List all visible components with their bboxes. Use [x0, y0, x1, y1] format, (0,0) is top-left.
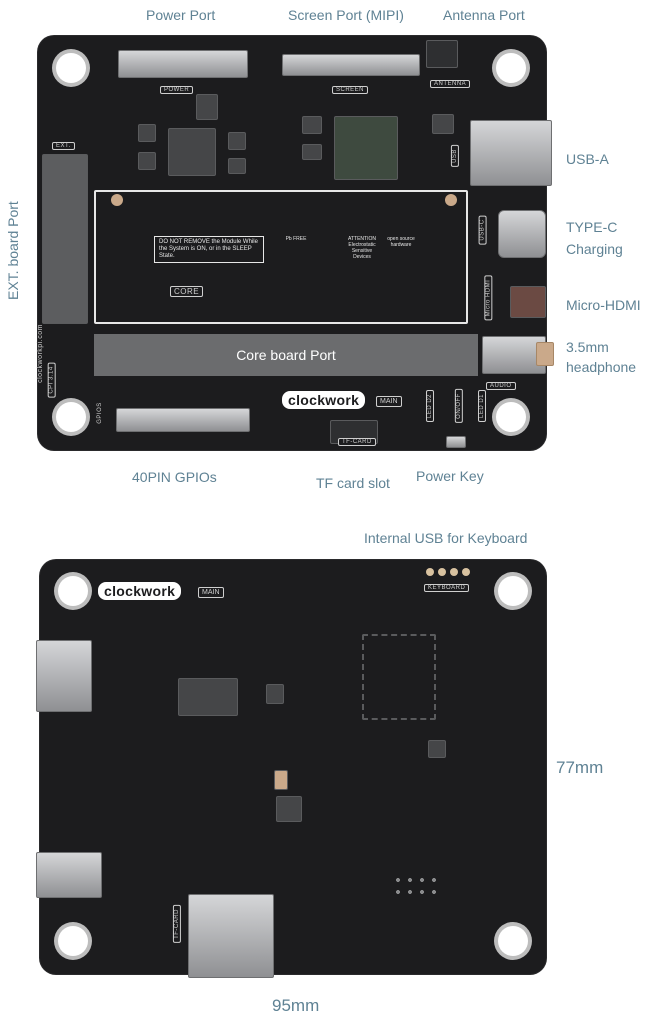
screen-port-callout: Screen Port (MIPI) — [288, 7, 404, 23]
keyboard-pad — [462, 568, 470, 576]
ext-silk-label: EXT. — [52, 142, 75, 150]
pad-array — [392, 874, 440, 900]
mount-hole — [58, 576, 88, 606]
mount-hole — [58, 926, 88, 956]
mount-hole — [56, 402, 86, 432]
width-dimension: 95mm — [272, 996, 320, 1015]
usb-a-callout: USB-A — [566, 151, 609, 167]
headphone-callout-line2: headphone — [566, 359, 637, 375]
keyboard-pad — [438, 568, 446, 576]
capacitor — [302, 144, 322, 160]
usb-c-silk-label: USB-C — [478, 215, 487, 245]
led-d1-silk-label: LED D1 — [478, 389, 487, 423]
antenna-silk-label: ANTENNA — [430, 80, 471, 88]
usb-a-port-back — [36, 640, 92, 712]
micro-hdmi-silk-label: Micro HDMI — [484, 275, 493, 321]
keyboard-silk-label: KEYBOARD — [424, 584, 470, 592]
type-c-callout-line1: TYPE-C — [566, 219, 618, 235]
capacitor — [302, 116, 322, 134]
antenna-port-callout: Antenna Port — [443, 7, 525, 23]
usb-c-port — [498, 210, 546, 258]
capacitor — [228, 158, 246, 174]
mount-hole — [498, 926, 528, 956]
led-d2-silk-label: LED D2 — [426, 389, 435, 423]
audio-jack-back — [36, 852, 102, 898]
core-mount — [111, 194, 123, 206]
pb-free-label: Pb FREE — [285, 236, 307, 242]
tf-card-slot-back — [188, 894, 274, 978]
keyboard-pad — [426, 568, 434, 576]
small-ic-chip — [432, 114, 454, 134]
capacitor — [138, 124, 156, 142]
audio-jack — [482, 336, 546, 374]
micro-hdmi-port — [510, 286, 546, 318]
gpios-silk-label: GPIOS — [96, 402, 103, 424]
tf-card-silk-label: TF-CARD — [338, 438, 376, 446]
power-key-callout: Power Key — [416, 468, 484, 484]
core-board-port: Core board Port — [94, 334, 478, 376]
mount-hole — [496, 53, 526, 83]
clockwork-brand: clockwork — [282, 391, 366, 409]
power-connector — [118, 50, 248, 78]
open-source-label: open source hardware — [387, 236, 415, 248]
website-silk-label: clockworkpi.com — [36, 324, 44, 383]
ext-board-port-callout: EXT. board Port — [5, 201, 21, 300]
on-off-silk-label: ON/OFF — [454, 389, 463, 423]
core-board-outline — [94, 190, 468, 324]
usb-a-port — [470, 120, 552, 186]
micro-hdmi-callout: Micro-HDMI — [566, 297, 641, 313]
audio-jack-tip — [536, 342, 554, 366]
front-board: POWER SCREEN ANTENNA USB USB-C Micro HDM… — [36, 36, 554, 450]
gpio-connector — [116, 408, 250, 432]
capacitor — [228, 132, 246, 150]
power-key — [446, 436, 466, 448]
main-tag: MAIN — [376, 396, 402, 407]
capacitor — [266, 684, 284, 704]
clockwork-brand-back: clockwork — [98, 582, 182, 600]
usb-silk-label: USB — [450, 145, 459, 167]
audio-silk-label: AUDIO — [486, 382, 516, 390]
antenna-connector — [426, 40, 458, 68]
mount-hole — [56, 53, 86, 83]
core-silk-label: CORE — [170, 286, 204, 297]
screen-connector — [282, 54, 420, 76]
usb-hub-chip — [178, 678, 238, 716]
crystal — [274, 770, 288, 790]
back-board: clockwork MAIN KEYBOARD TF-CARD — [36, 560, 546, 978]
gpio-40pin-callout: 40PIN GPIOs — [132, 469, 217, 485]
inductor — [196, 94, 218, 120]
ext-board-connector — [42, 154, 88, 324]
capacitor — [138, 152, 156, 170]
mount-hole — [496, 402, 526, 432]
keyboard-pad — [450, 568, 458, 576]
screen-silk-label: SCREEN — [332, 86, 369, 94]
power-silk-label: POWER — [160, 86, 194, 94]
ic-footprint — [362, 634, 436, 720]
type-c-callout-line2: Charging — [566, 241, 623, 257]
internal-usb-callout: Internal USB for Keyboard — [364, 530, 528, 546]
headphone-callout-line1: 3.5mm — [566, 339, 609, 355]
tf-card-back-silk-label: TF-CARD — [172, 905, 181, 943]
mount-hole — [498, 576, 528, 606]
height-dimension: 77mm — [556, 758, 604, 777]
main-tag-back: MAIN — [198, 587, 224, 598]
attention-label: ATTENTION Electrostatic Sensitive Device… — [348, 236, 376, 260]
display-bridge-chip — [334, 116, 398, 180]
tf-card-slot-callout: TF card slot — [316, 475, 390, 491]
power-ic-chip — [168, 128, 216, 176]
cpi-silk-label: CPI 3.14 — [47, 362, 56, 398]
small-ic-chip — [276, 796, 302, 822]
small-ic-chip — [428, 740, 446, 758]
warning-label: DO NOT REMOVE the Module While the Syste… — [154, 236, 264, 263]
core-mount — [445, 194, 457, 206]
core-board-port-label: Core board Port — [236, 347, 336, 363]
power-port-callout: Power Port — [146, 7, 216, 23]
